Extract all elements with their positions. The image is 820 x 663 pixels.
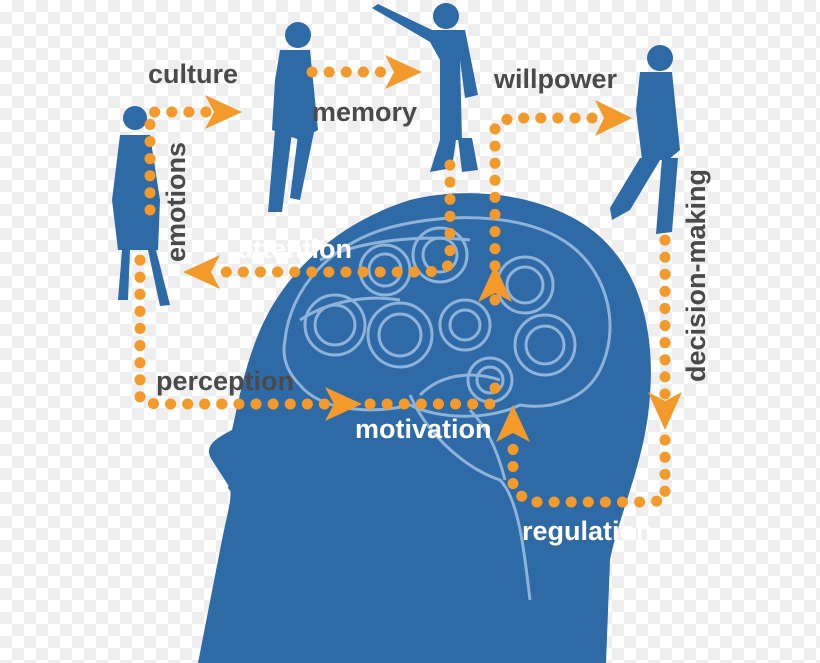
arrow-to-emotions [183,255,220,289]
face-profile [200,430,260,663]
label-willpower: willpower [493,64,618,94]
arrow-up-center [478,265,512,302]
person-walking-1 [268,22,318,212]
label-motivation: motivation [355,414,492,444]
label-memory: memory [312,97,417,127]
label-perception: perception [156,366,294,396]
flow-dots [134,66,671,508]
arrow-to-memory [205,95,242,129]
label-regulation: regulation [522,516,653,546]
label-culture: culture [148,59,238,89]
arrow-down-decision [648,392,682,430]
flow-arrowheads [183,55,682,442]
label-decision-making: decision-making [681,169,711,382]
label-emotions: emotions [161,142,191,262]
person-walking-right [610,45,680,234]
label-attention: attention [238,234,352,264]
arrow-to-motivation [325,387,362,421]
arrow-to-pointer [385,55,422,89]
person-woman-left [112,106,170,306]
arrow-up-regulation [496,405,530,442]
brain-outline [282,216,612,601]
arrow-to-walker [595,100,632,136]
